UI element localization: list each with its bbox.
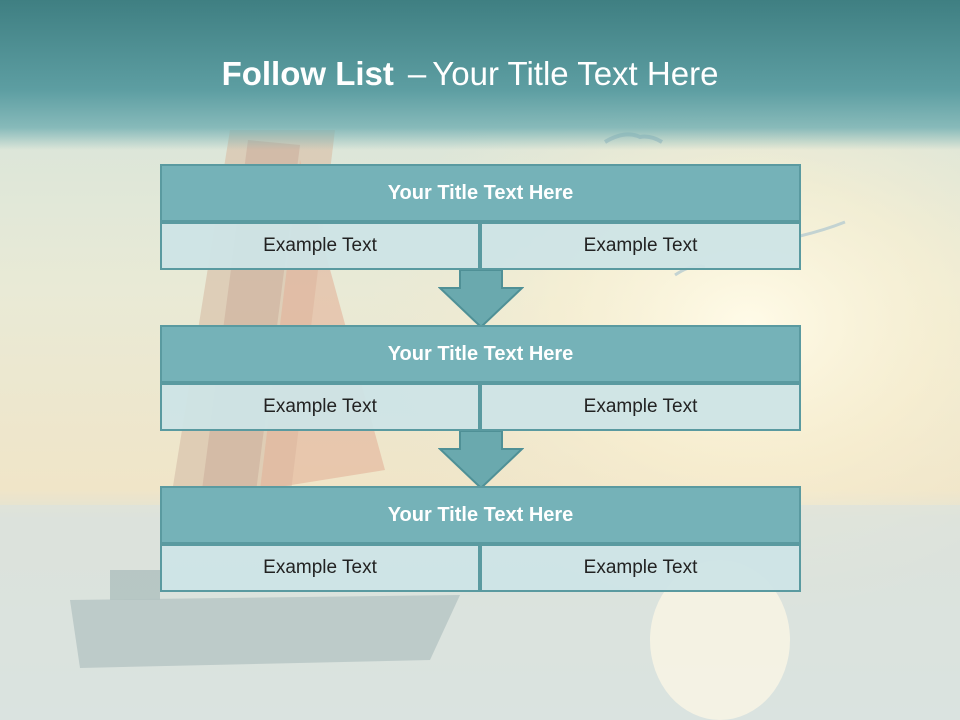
list-block-1: Your Title Text Here Example Text Exampl… (160, 164, 801, 270)
block-cell-left: Example Text (160, 383, 480, 431)
block-title: Your Title Text Here (160, 164, 801, 222)
list-block-2: Your Title Text Here Example Text Exampl… (160, 325, 801, 431)
list-block-3: Your Title Text Here Example Text Exampl… (160, 486, 801, 592)
slide-title: Follow List–Your Title Text Here (0, 52, 940, 96)
block-title: Your Title Text Here (160, 486, 801, 544)
down-arrow-icon (438, 431, 524, 489)
block-cell-right: Example Text (480, 383, 801, 431)
block-cell-right: Example Text (480, 222, 801, 270)
title-dash: – (407, 55, 427, 92)
title-bold-part: Follow List (221, 55, 394, 92)
block-cell-left: Example Text (160, 222, 480, 270)
block-cell-left: Example Text (160, 544, 480, 592)
down-arrow-icon (438, 270, 524, 328)
block-cell-right: Example Text (480, 544, 801, 592)
title-rest-part: Your Title Text Here (432, 55, 719, 92)
block-title: Your Title Text Here (160, 325, 801, 383)
title-band (0, 0, 960, 150)
